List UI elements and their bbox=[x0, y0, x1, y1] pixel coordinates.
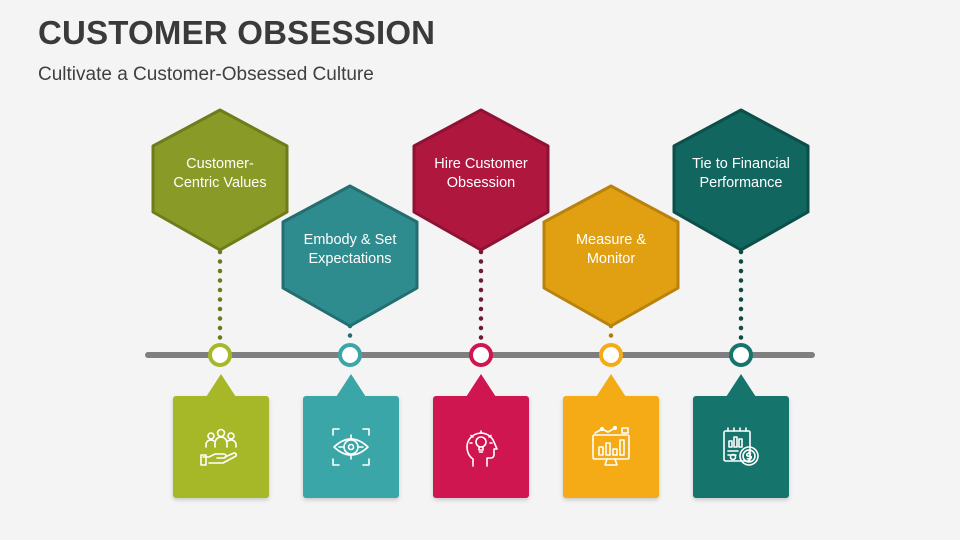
head-lightbulb-icon bbox=[466, 430, 498, 467]
step-2-hexagon bbox=[281, 184, 419, 328]
financial-report-icon bbox=[723, 427, 759, 466]
step-1-label: Customer-Centric Values bbox=[173, 156, 267, 191]
page-subtitle: Cultivate a Customer-Obsessed Culture bbox=[38, 64, 374, 85]
step-4-node bbox=[599, 343, 623, 367]
step-3-hexagon bbox=[412, 108, 550, 252]
hand-holding-people-icon bbox=[200, 428, 238, 466]
step-1-hexagon bbox=[151, 108, 289, 252]
step-5-node bbox=[729, 343, 753, 367]
step-3-node bbox=[469, 343, 493, 367]
step-1-node bbox=[208, 343, 232, 367]
step-1-card bbox=[173, 374, 269, 498]
step-4-hexagon bbox=[542, 184, 680, 328]
step-2-label: Embody & Set Expectations bbox=[303, 232, 397, 267]
eye-target-icon bbox=[332, 428, 370, 466]
page-title: CUSTOMER OBSESSION bbox=[38, 14, 436, 51]
step-3-card bbox=[433, 374, 529, 498]
step-3-label: Hire Customer Obsession bbox=[434, 156, 528, 191]
step-5-card bbox=[693, 374, 789, 498]
monitor-chart-icon bbox=[592, 425, 630, 466]
step-4-label: Measure & Monitor bbox=[575, 232, 647, 267]
step-2-card bbox=[303, 374, 399, 498]
step-5-hexagon bbox=[672, 108, 810, 252]
step-5-label: Tie to Financial Performance bbox=[692, 156, 790, 191]
step-4-card bbox=[563, 374, 659, 498]
step-2-node bbox=[338, 343, 362, 367]
